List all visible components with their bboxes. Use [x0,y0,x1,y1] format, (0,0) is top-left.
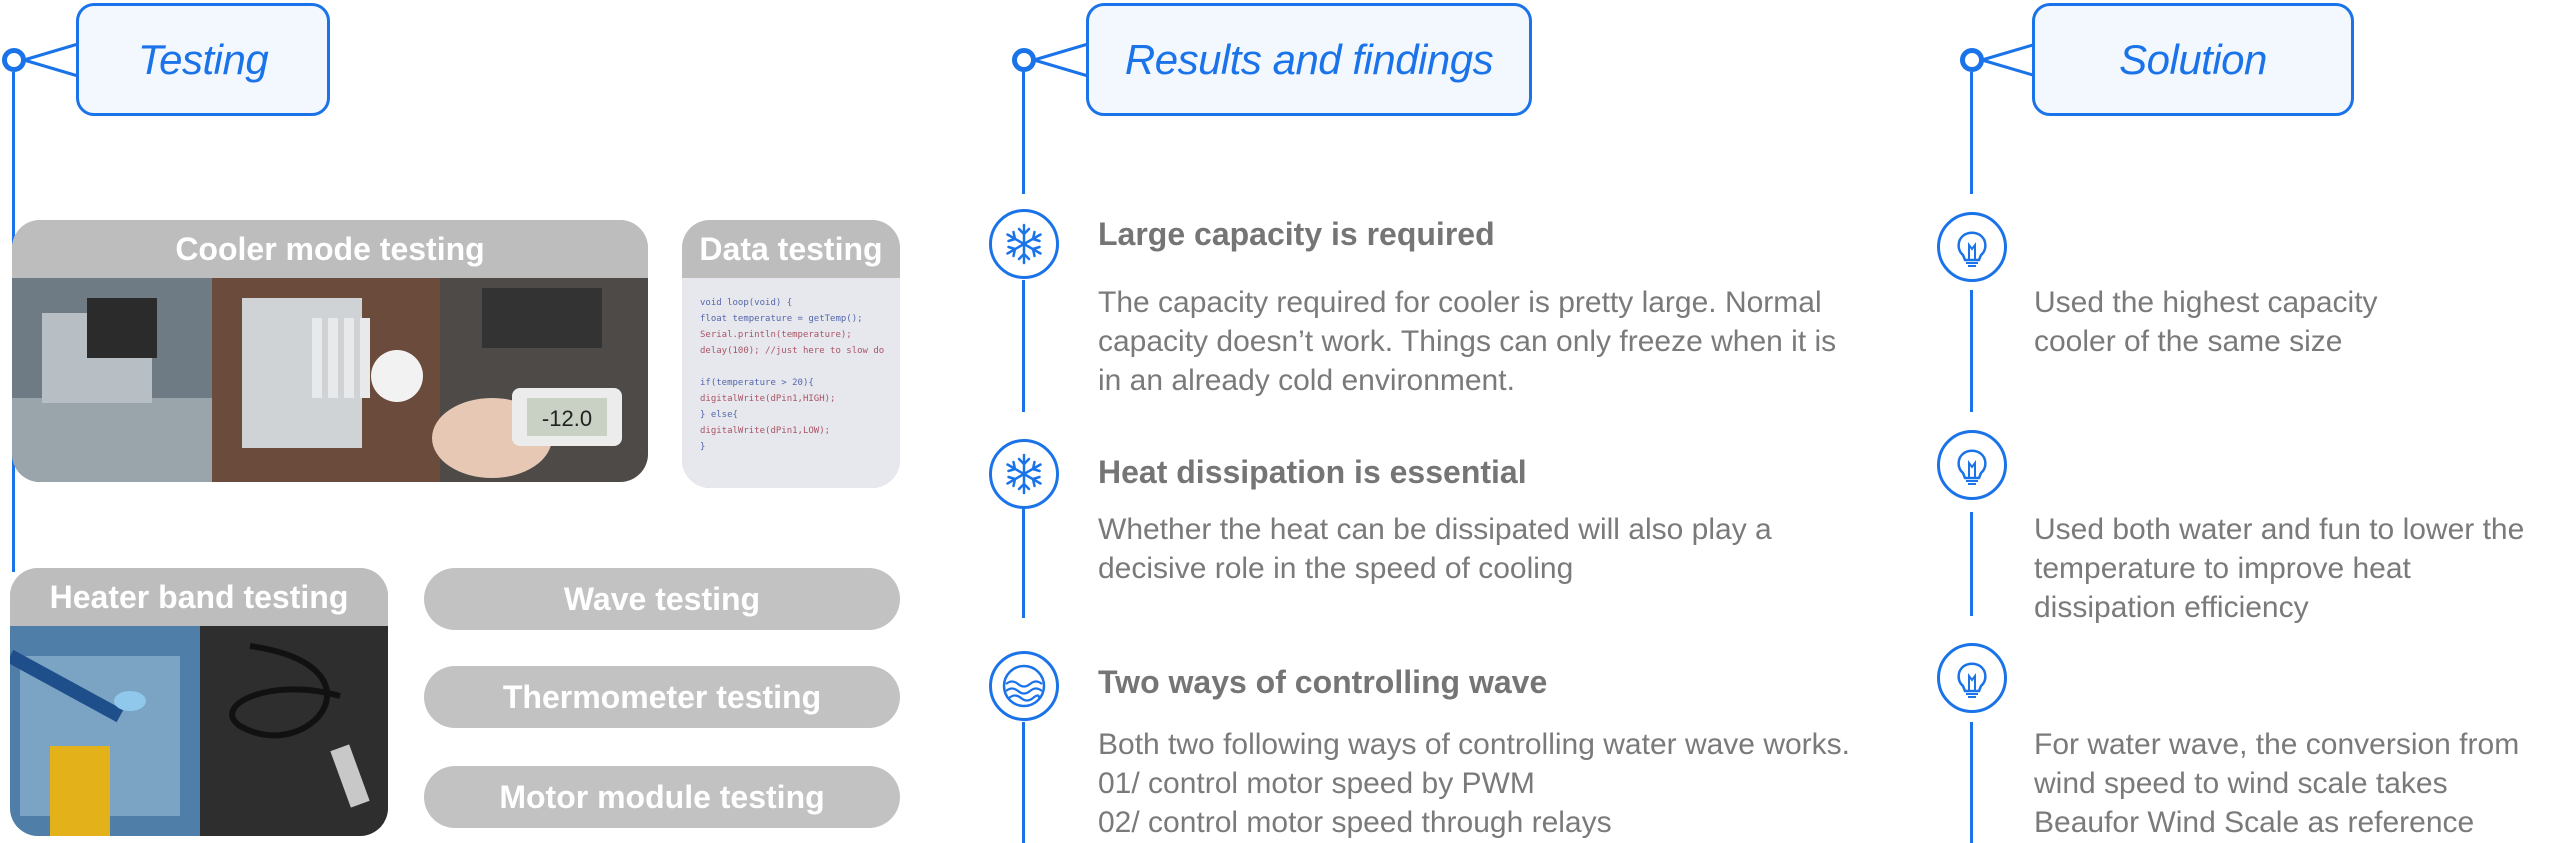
finding-icon-1 [989,439,1059,509]
section-header-testing: Testing [76,3,330,116]
solution-body: Used the highest capacity cooler of the … [2034,283,2378,361]
callout-pointer [23,42,79,78]
heater-band-panel: Heater band testing [10,568,388,836]
wave-icon [1002,664,1046,708]
code-screen: void loop(void) { float temperature = ge… [682,278,900,488]
body-line: Both two following ways of controlling w… [1098,728,1850,761]
timeline-line-solution [1970,290,1973,412]
finding-icon-0 [989,209,1059,279]
finding-body: Whether the heat can be dissipated will … [1098,510,1772,588]
section-header-results: Results and findings [1086,3,1532,116]
body-line: Beaufor Wind Scale as reference [2034,806,2475,839]
code-line: delay(100); //just here to slow do [700,346,885,356]
lightbulb-icon [1957,662,1987,698]
body-line: temperature to improve heat [2034,552,2411,585]
body-line: The capacity required for cooler is pret… [1098,286,1822,319]
timeline-dot-results [1012,48,1036,72]
body-line: decisive role in the speed of cooling [1098,552,1574,585]
body-line: cooler of the same size [2034,325,2343,358]
panel-title: Data testing [682,220,900,278]
solution-icon-2 [1937,643,2007,713]
snowflake-icon [1006,223,1042,265]
body-line: wind speed to wind scale takes [2034,767,2448,800]
timeline-line-results [1022,722,1025,843]
finding-title: Large capacity is required [1098,216,1495,252]
section-header-solution: Solution [2032,3,2354,116]
timeline-line-results [1022,72,1025,194]
code-line: digitalWrite(dPin1,HIGH); [700,394,836,404]
solution-icon-1 [1937,430,2007,500]
body-line: 01/ control motor speed by PWM [1098,767,1535,800]
timeline-line-results [1022,280,1025,412]
cooler-photo: -12.0 [12,278,648,482]
code-line: if(temperature > 20){ [700,378,814,388]
data-testing-panel: Data testing void loop(void) { float tem… [682,220,900,488]
finding-title: Heat dissipation is essential [1098,454,1527,490]
timeline-dot-testing [2,48,26,72]
lcd-reading: -12.0 [542,406,592,431]
solution-icon-0 [1937,212,2007,282]
cooler-mode-panel: Cooler mode testing -12.0 [12,220,648,482]
timeline-line-results [1022,508,1025,618]
body-line: Whether the heat can be dissipated will … [1098,513,1772,546]
finding-title: Two ways of controlling wave [1098,664,1548,700]
solution-body: For water wave, the conversion from wind… [2034,725,2519,842]
body-line: in an already cold environment. [1098,364,1515,397]
code-line: digitalWrite(dPin1,LOW); [700,426,831,436]
motor-module-testing-pill: Motor module testing [424,766,900,828]
timeline-dot-solution [1960,48,1984,72]
body-line: capacity doesn’t work. Things can only f… [1098,325,1837,358]
timeline-line-solution [1970,512,1973,616]
finding-icon-2 [989,651,1059,721]
code-line [700,362,900,378]
body-line: Used both water and fun to lower the [2034,513,2525,546]
finding-body: The capacity required for cooler is pret… [1098,283,1836,400]
callout-pointer [1981,42,2037,78]
code-line: } else{ [700,410,738,420]
timeline-line-solution [1970,72,1973,194]
code-line: Serial.println(temperature); [700,330,852,340]
thermometer-testing-pill: Thermometer testing [424,666,900,728]
code-line: float temperature = getTemp(); [700,314,863,324]
body-line: Used the highest capacity [2034,286,2378,319]
wave-testing-pill: Wave testing [424,568,900,630]
lightbulb-icon [1957,449,1987,485]
timeline-line-solution [1970,722,1973,843]
panel-title: Heater band testing [10,568,388,626]
finding-body: Both two following ways of controlling w… [1098,725,1850,842]
callout-pointer [1033,42,1089,78]
panel-title: Cooler mode testing [12,220,648,278]
snowflake-icon [1006,453,1042,495]
solution-body: Used both water and fun to lower the tem… [2034,510,2524,627]
body-line: 02/ control motor speed through relays [1098,806,1612,839]
code-line: void loop(void) { [700,298,793,308]
body-line: For water wave, the conversion from [2034,728,2520,761]
code-line: } [700,442,706,452]
body-line: dissipation efficiency [2034,591,2309,624]
lightbulb-icon [1957,231,1987,267]
heater-photo [10,626,388,836]
